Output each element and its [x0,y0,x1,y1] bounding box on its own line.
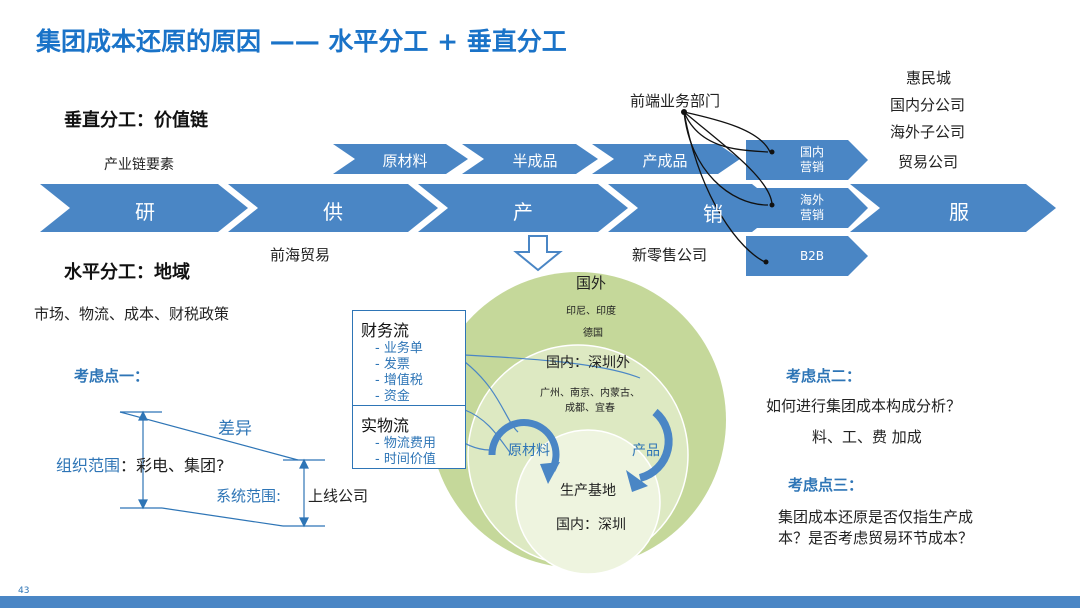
upper-arrow-1 [333,144,468,174]
point1-brackets [119,410,325,528]
down-arrow [513,235,563,272]
sales-box-domestic-line2: 营销 [799,160,824,174]
physical-item-1: - 物流费用 [375,436,436,451]
physical-item-2: - 时间价值 [375,452,436,467]
service-item-2: 国内分公司 [890,96,966,114]
chain-label-service: 服 [949,200,969,224]
front-dept-label: 前端业务部门 [630,92,721,110]
policy-text: 市场、物流、成本、财税政策 [34,305,230,323]
finance-item-1: - 业务单 [375,341,423,356]
chain-label-supply: 供 [323,200,343,224]
qianhai-label: 前海贸易 [270,246,331,264]
sales-box-overseas: 海外 营销 [780,193,844,223]
point1-org-label: 组织范围 [56,456,121,475]
sales-box-b2b: B2B [799,249,825,263]
point3-line2: 本？是否考虑贸易环节成本？ [778,529,974,547]
sales-box-domestic-line1: 国内 [799,145,824,159]
page-title: 集团成本还原的原因 —— 水平分工 + 垂直分工 [36,27,567,56]
point1-org: 组织范围：彩电、集团? [56,452,225,476]
finance-item-3: - 增值税 [375,373,423,388]
finance-flow-title: 财务流 [361,321,410,340]
sales-box-2 [746,188,868,228]
point3-line1: 集团成本还原是否仅指生产成 [778,508,974,526]
chain-arrow-5 [850,184,1056,232]
vertical-division-label: 垂直分工：价值链 [64,110,208,131]
outer-circle-sub2: 德国 [583,328,603,339]
new-retail-label: 新零售公司 [632,246,708,264]
physical-flow-box: 实物流 - 物流费用 - 时间价值 [352,405,466,469]
connector-dot-2 [769,202,775,208]
front-dept-connectors [683,111,773,263]
chain-arrow-4 [608,184,782,232]
inner-circle-sub: 国内：深圳 [556,517,626,533]
sales-box-1 [746,140,868,180]
finance-item-4: - 资金 [375,389,410,404]
middle-circle-sub1: 广州、南京、内蒙古、 [540,388,640,399]
point2-answer: 料、工、费 加成 [812,428,922,446]
middle-circle-label: 国内：深圳外 [546,355,630,371]
bottom-bar [0,596,1080,608]
finance-item-2: - 发票 [375,357,410,372]
service-item-1: 惠民城 [906,69,952,87]
front-dept-dot [681,109,687,115]
outer-circle-label: 国外 [576,274,607,292]
raw-material-cycle-label: 原材料 [508,443,550,459]
physical-flow-title: 实物流 [361,416,410,435]
outer-circle-sub1: 印尼、印度 [566,306,616,317]
chain-label-sales: 销 [703,202,723,226]
point1-title: 考虑点一： [74,367,150,385]
service-item-3: 海外子公司 [890,123,966,141]
sales-box-overseas-line2: 营销 [799,208,824,222]
point1-sys-value: 上线公司 [308,487,369,505]
upper-label-finished: 产成品 [642,152,688,170]
chain-arrow-1 [40,184,248,232]
chain-label-produce: 产 [513,200,533,224]
point1-org-value: ：彩电、集团? [120,456,225,475]
upper-arrow-2 [462,144,598,174]
sales-box-overseas-line1: 海外 [799,193,824,207]
chain-arrow-3 [418,184,628,232]
service-item-4: 贸易公司 [898,153,959,171]
upper-label-raw: 原材料 [382,152,428,170]
connector-dot-3 [763,259,769,265]
horizontal-division-label: 水平分工：地域 [64,262,190,283]
finance-flow-box: 财务流 - 业务单 - 发票 - 增值税 - 资金 [352,310,466,406]
inner-circle-label: 生产基地 [560,483,616,499]
middle-circle-sub2: 成都、宜春 [565,403,615,414]
industry-factor-text: 产业链要素 [104,157,174,173]
upper-label-semi: 半成品 [512,152,558,170]
connector-dot-1 [769,149,775,155]
point2-title: 考虑点二： [786,367,862,385]
sales-box-3 [746,236,868,276]
sales-box-domestic: 国内 营销 [780,145,844,175]
point1-diff: 差异 [218,419,252,439]
point2-question: 如何进行集团成本构成分析？ [766,397,962,415]
chain-label-research: 研 [135,200,155,224]
cycle-arrows [488,408,673,492]
chain-arrow-2 [228,184,438,232]
point3-title: 考虑点三： [788,476,864,494]
page-number: 43 [18,586,30,596]
product-cycle-label: 产品 [632,443,660,459]
point1-sys-label: 系统范围: [216,487,282,505]
